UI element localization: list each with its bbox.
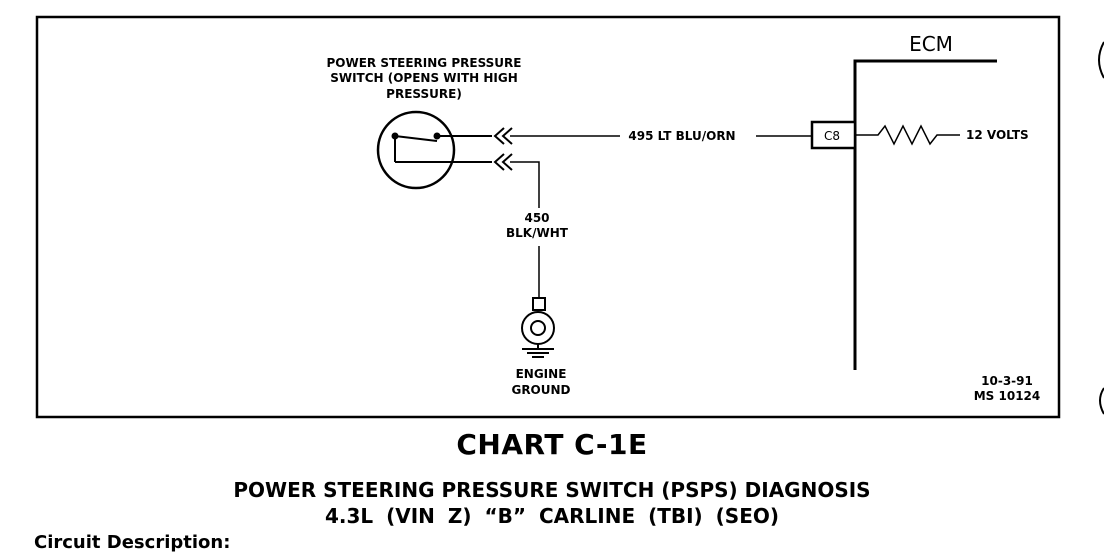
engine-ground-label-line1: ENGINE: [516, 367, 567, 381]
chart-title: CHART C-1E: [456, 428, 648, 461]
signal-wire-label: 495 LT BLU/ORN: [628, 129, 735, 143]
ecm-label: ECM: [909, 32, 953, 56]
ground-wire: [510, 161, 540, 208]
supply-voltage-label: 12 VOLTS: [966, 128, 1029, 142]
switch-label-line2: SWITCH (OPENS WITH HIGH: [330, 71, 518, 85]
ecm-module-outline: [853, 59, 997, 370]
binding-marks: [1098, 41, 1104, 415]
connector-chevrons-ground: [493, 153, 513, 171]
c8-connector-label: C8: [824, 129, 840, 143]
circuit-description-heading: Circuit Description:: [34, 532, 231, 553]
date-stamp-line1: 10-3-91: [981, 374, 1033, 388]
date-stamp-line2: MS 10124: [974, 389, 1041, 403]
connector-chevrons-signal: [493, 127, 513, 145]
diagram-frame: [35, 15, 1061, 419]
ground-wire-label-line2: BLK/WHT: [506, 226, 569, 240]
pullup-resistor: [855, 124, 960, 146]
pressure-switch-symbol: [376, 110, 492, 190]
switch-label-line1: POWER STEERING PRESSURE: [326, 56, 521, 70]
engine-ground-label-line2: GROUND: [511, 383, 570, 397]
chart-subtitle-line1: POWER STEERING PRESSURE SWITCH (PSPS) DI…: [233, 478, 871, 502]
ground-wire-label-line1: 450: [524, 211, 549, 225]
chart-subtitle-line2: 4.3L (VIN Z) “B” CARLINE (TBI) (SEO): [324, 504, 780, 528]
switch-label-line3: PRESSURE): [386, 87, 462, 101]
engine-ground-symbol: [521, 297, 555, 358]
